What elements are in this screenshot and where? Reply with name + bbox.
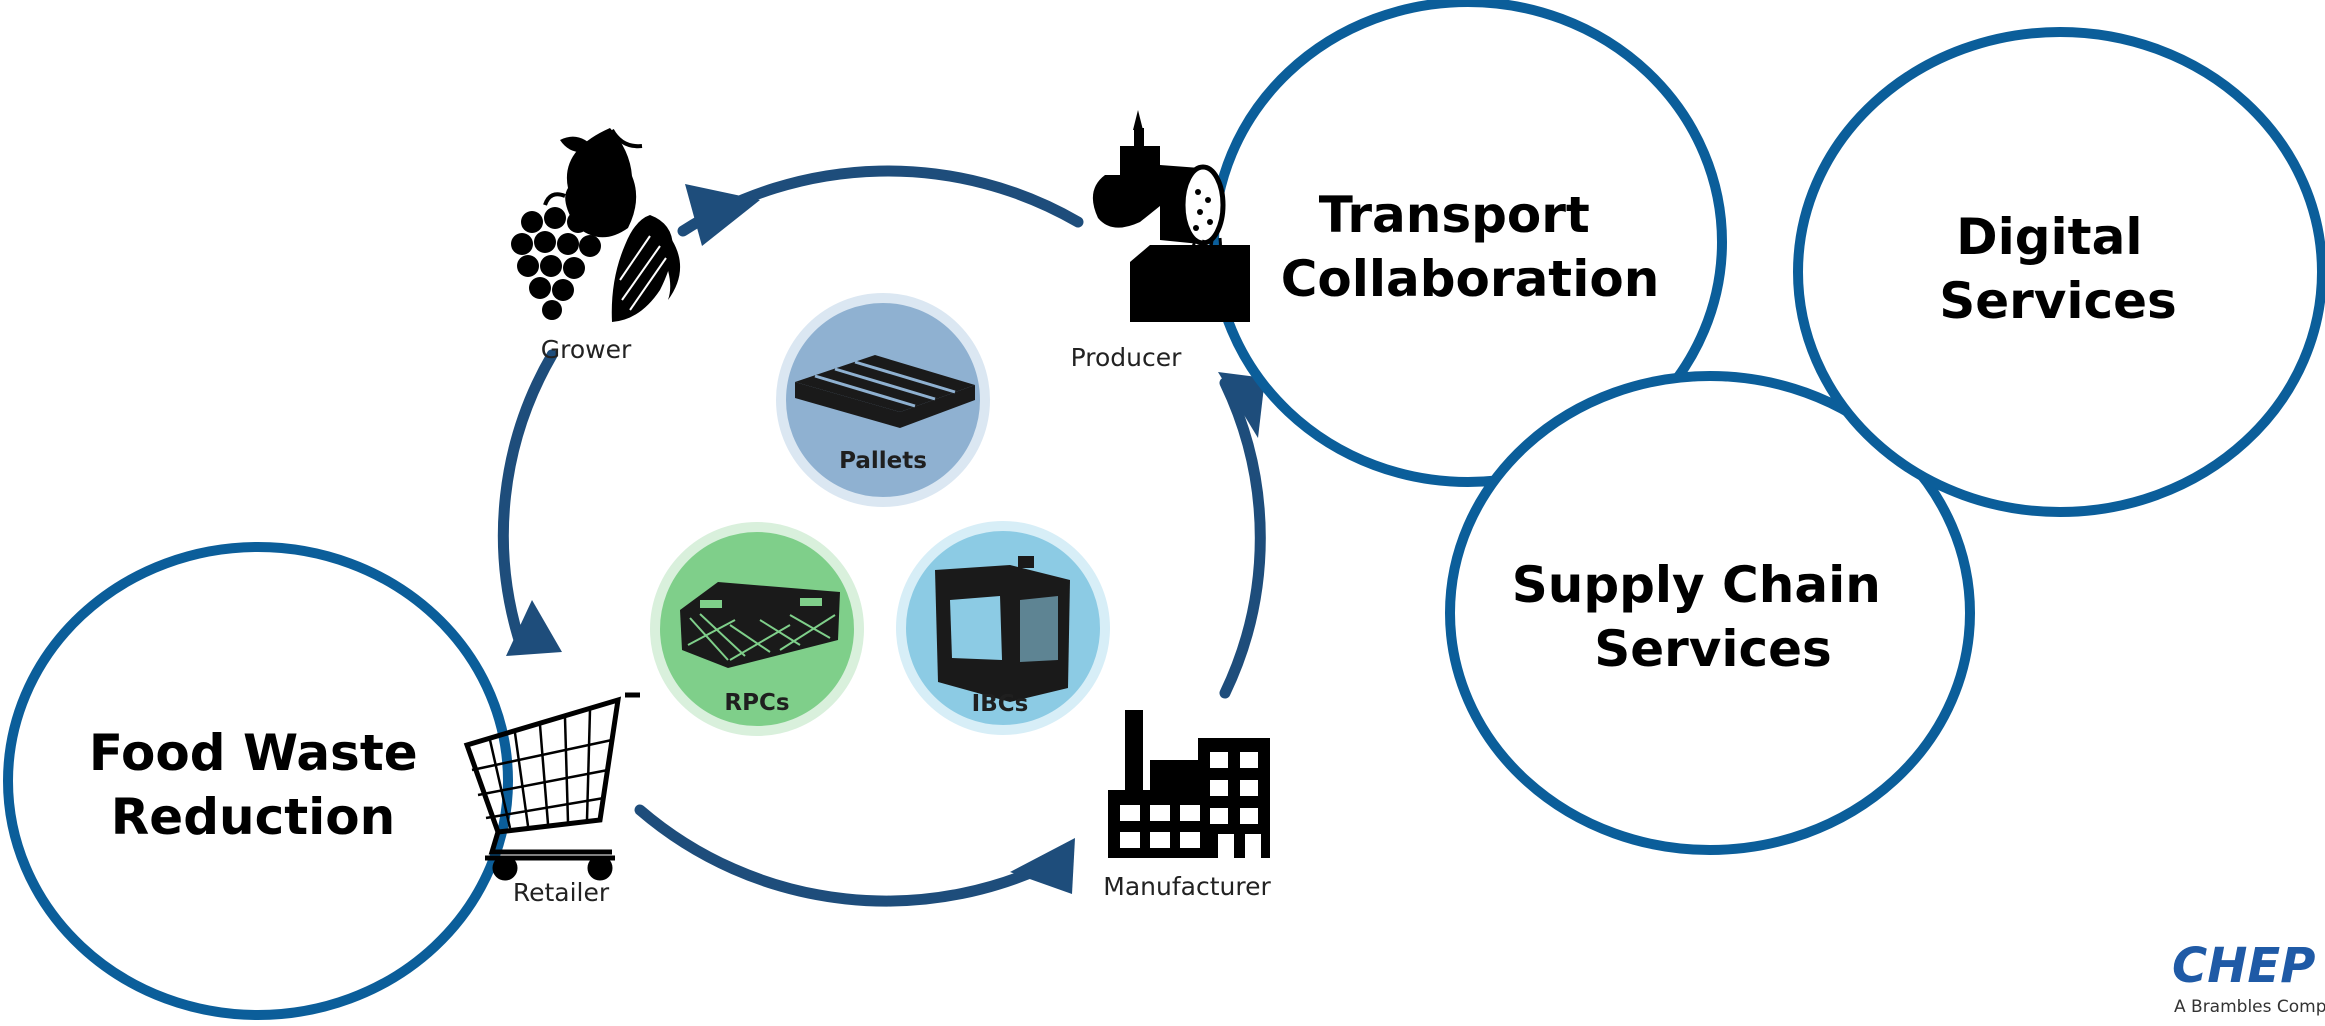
chep-logo: CHEP A Brambles Company (2172, 938, 2325, 1017)
meat-grinder-icon (1092, 110, 1250, 322)
arc-producer-manufacturer (1219, 377, 1266, 699)
fruit-icon (511, 128, 681, 322)
digital-label: Digital Services (1939, 208, 2177, 330)
factory-icon (1108, 710, 1270, 858)
arrow-manufacturer-retailer (1010, 838, 1075, 894)
transport-label: Transport Collaboration (1281, 186, 1660, 308)
ibcs-label: IBCs (972, 691, 1029, 717)
digital-circle (1793, 27, 2325, 517)
service-circles (3, 0, 2325, 1020)
pallets-label: Pallets (839, 448, 927, 474)
food-waste-label: Food Waste Reduction (89, 724, 435, 846)
chep-logo-text: CHEP (2172, 938, 2315, 994)
arc-retailer-grower (497, 349, 558, 649)
arrow-producer-manufacturer (1218, 372, 1265, 438)
chep-logo-tagline: A Brambles Company (2174, 997, 2325, 1017)
transport-circle (1209, 0, 1727, 487)
shopping-cart-icon (463, 692, 640, 881)
grower-label: Grower (541, 335, 632, 364)
rpcs-label: RPCs (724, 690, 789, 716)
ibc-container-icon (935, 556, 1070, 702)
cycle-arrows (506, 184, 1265, 894)
manufacturer-label: Manufacturer (1103, 872, 1271, 901)
arrow-retailer-grower (506, 600, 562, 656)
crate-icon (680, 582, 840, 668)
arrow-grower-producer (685, 184, 760, 246)
pallet-icon (795, 355, 975, 428)
food-waste-circle (3, 542, 513, 1020)
retailer-label: Retailer (513, 878, 610, 907)
arc-manufacturer-retailer (634, 804, 1072, 907)
producer-label: Producer (1071, 343, 1183, 372)
supply-chain-label: Supply Chain Services (1512, 556, 1899, 678)
supply-chain-circle (1445, 371, 1975, 855)
